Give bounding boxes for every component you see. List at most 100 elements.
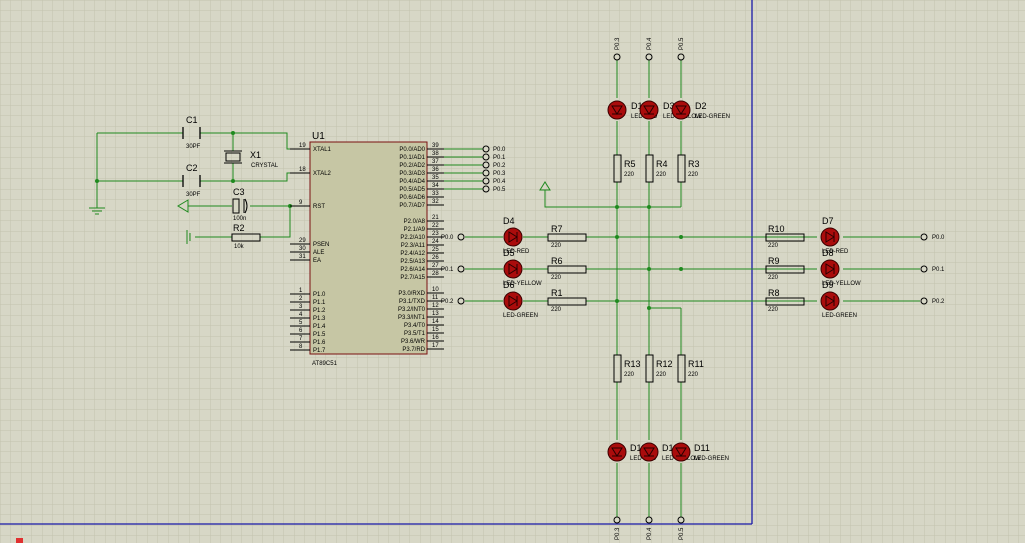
led-terminal-right[interactable]: P0.0	[920, 233, 945, 241]
chip-pin-left-2[interactable]: 2P1.1	[290, 296, 326, 306]
pin-label: XTAL1	[313, 147, 332, 153]
pin-number: 18	[299, 167, 306, 173]
chip-pin-left-5[interactable]: 5P1.4	[290, 320, 326, 330]
led-terminal-left[interactable]: P0.0	[441, 233, 465, 241]
top-terminal[interactable]: P0.5	[677, 37, 685, 61]
chip-part: AT89C51	[312, 361, 338, 367]
terminal-label: P0.0	[441, 235, 454, 241]
capacitor-c2[interactable]	[182, 175, 201, 187]
pin-label: P3.2/INT0	[398, 307, 426, 313]
pin-number: 32	[432, 199, 439, 205]
capacitor-c1[interactable]	[182, 127, 201, 139]
pin-label: P2.2/A10	[400, 235, 425, 241]
p0-terminal[interactable]: P0.5	[482, 185, 506, 193]
p0-terminal[interactable]: P0.3	[482, 169, 506, 177]
crystal-x1[interactable]	[224, 150, 242, 164]
p0-terminal[interactable]: P0.1	[482, 153, 506, 161]
p0-terminal[interactable]: P0.4	[482, 177, 506, 185]
bottom-terminal[interactable]: P0.5	[677, 516, 685, 540]
led-terminal-right[interactable]: P0.1	[920, 265, 945, 273]
top-terminal[interactable]: P0.4	[645, 37, 653, 61]
chip-pin-left-6[interactable]: 6P1.5	[290, 328, 326, 338]
chip-pin-left-8[interactable]: 8P1.7	[290, 344, 326, 354]
chip-body[interactable]	[309, 141, 428, 355]
capacitor-c3[interactable]	[232, 198, 248, 214]
p0-terminal[interactable]: P0.2	[482, 161, 506, 169]
led-terminal-right[interactable]: P0.2	[920, 297, 945, 305]
led-terminal-left[interactable]: P0.1	[441, 265, 465, 273]
r2-ref: R2	[233, 223, 245, 233]
pin-number: 4	[299, 312, 303, 318]
chip-pin-left-4[interactable]: 4P1.3	[290, 312, 326, 322]
p0-terminal[interactable]: P0.0	[482, 145, 506, 153]
pin-number: 24	[432, 239, 439, 245]
bottom-terminal[interactable]: P0.3	[613, 516, 621, 540]
chip-pin-left-3[interactable]: 3P1.2	[290, 304, 326, 314]
resistor-value: 220	[688, 372, 699, 378]
terminal-label: P0.1	[493, 155, 506, 161]
led-terminal-left[interactable]: P0.2	[441, 297, 465, 305]
resistor-r2[interactable]	[231, 233, 261, 242]
c1-ref: C1	[186, 115, 198, 125]
pin-number: 38	[432, 151, 439, 157]
chip-pin-left-1[interactable]: 1P1.0	[290, 288, 326, 298]
pin-label: P0.6/AD6	[399, 195, 425, 201]
pin-label: P3.6/WR	[401, 339, 426, 345]
bottom-terminal[interactable]: P0.4	[645, 516, 653, 540]
top-terminal[interactable]: P0.3	[613, 37, 621, 61]
chip-pin-left-7[interactable]: 7P1.6	[290, 336, 326, 346]
